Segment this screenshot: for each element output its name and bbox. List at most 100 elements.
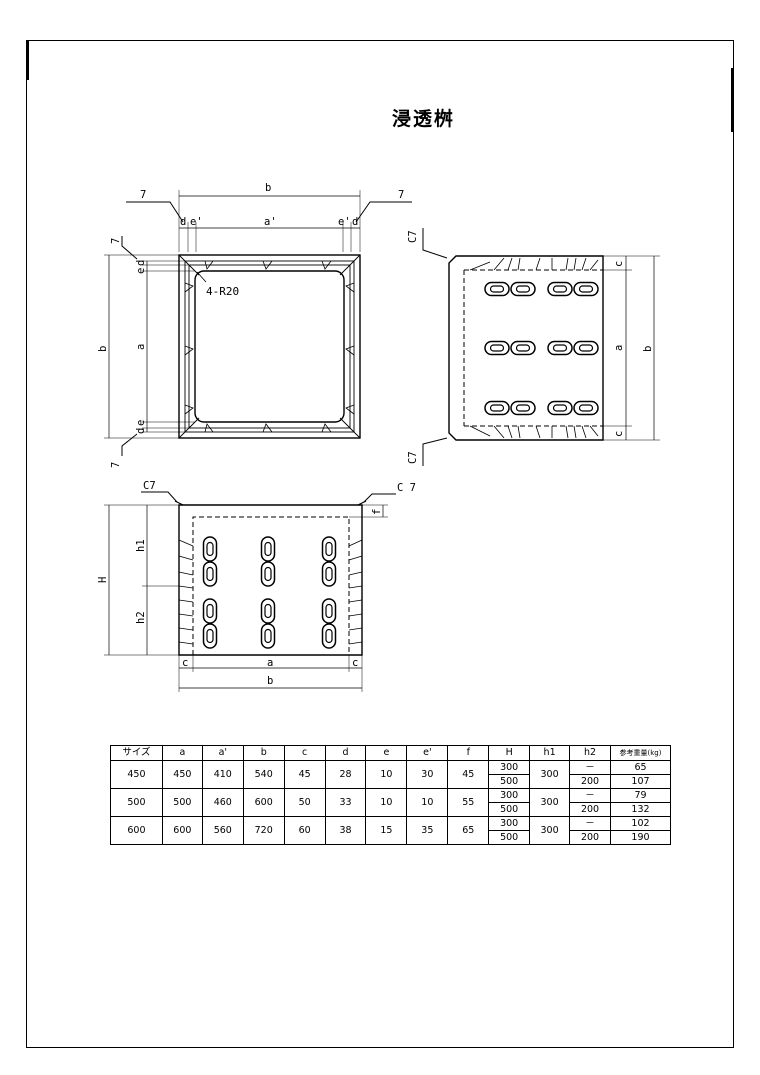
table-row: 450 450 410 540 45 28 10 30 45 300 300 －… [110, 760, 672, 789]
cell-weight: 79 [609, 788, 672, 803]
cell-f: 55 [447, 788, 490, 817]
front-dim-b: b [267, 675, 273, 687]
plan-dim-d-left: d [180, 216, 186, 228]
plan-left-leader-7-bottom: 7 [110, 462, 122, 468]
cell-weight: 102 [609, 816, 672, 831]
cell-a-prime: 460 [201, 788, 244, 817]
plan-dim-a-prime: a' [264, 216, 277, 228]
cell-h2: 200 [569, 774, 611, 789]
side-dim-b: b [642, 346, 654, 352]
cell-h2: － [569, 816, 611, 831]
table-row: 500 200 190 [111, 830, 672, 845]
cell-c: 50 [283, 788, 326, 817]
plan-corner-radius: 4-R20 [206, 285, 239, 298]
cell-a-prime: 560 [201, 816, 244, 845]
cell-a: 600 [161, 816, 203, 845]
cell-h2: － [569, 760, 611, 775]
cell-h2: 200 [569, 830, 611, 845]
drawing-title: 浸透桝 [392, 108, 456, 130]
front-view [104, 491, 396, 692]
side-c7-top: C7 [407, 230, 419, 243]
front-dim-H: H [97, 577, 109, 583]
front-c7-left: C7 [143, 480, 156, 492]
plan-left-dim-a: a [135, 344, 147, 350]
th-a: a [161, 745, 203, 761]
cell-a-prime: 410 [201, 760, 244, 789]
spec-table: サイズ a a' b c d e e' f H h1 h2 参考重量(kg) 4… [110, 745, 672, 845]
plan-left-dim-b: b [97, 346, 109, 352]
front-dim-a: a [267, 657, 273, 669]
plan-left-dim-d-bottom: d [135, 428, 147, 434]
th-d: d [324, 745, 367, 761]
cell-a: 500 [161, 788, 203, 817]
cell-h1: 300 [529, 760, 571, 789]
th-h1: h1 [529, 745, 571, 761]
th-weight: 参考重量(kg) [609, 745, 672, 761]
cell-e: 15 [365, 816, 408, 845]
frame-right-tick [731, 68, 734, 132]
plan-view [104, 190, 412, 456]
cell-size: 450 [110, 760, 163, 789]
cell-d: 33 [324, 788, 367, 817]
front-dim-h1: h1 [135, 539, 147, 552]
th-size: サイズ [110, 745, 163, 761]
cell-H: 500 [488, 774, 531, 789]
drawing-frame [26, 40, 734, 1048]
cell-e-prime: 35 [406, 816, 449, 845]
cell-f: 65 [447, 816, 490, 845]
plan-leader-7-right: 7 [398, 189, 404, 201]
table-row: 500 200 132 [111, 802, 672, 817]
plan-dim-d-right: d [352, 216, 358, 228]
cell-c: 45 [283, 760, 326, 789]
plan-left-dim-d-top: d [135, 260, 147, 266]
front-dim-f: f [371, 509, 383, 515]
th-H: H [488, 745, 531, 761]
th-e: e [365, 745, 408, 761]
cell-H: 300 [488, 816, 531, 831]
cell-d: 38 [324, 816, 367, 845]
plan-left-dim-e-bottom: e [135, 420, 147, 426]
front-c7-right: C 7 [397, 482, 416, 494]
cell-h2: － [569, 788, 611, 803]
table-row: 600 600 560 720 60 38 15 35 65 300 300 －… [110, 816, 672, 845]
plan-dim-b: b [265, 182, 271, 194]
front-dim-c-right: c [352, 657, 358, 669]
plan-leader-7-left: 7 [140, 189, 146, 201]
cell-c: 60 [283, 816, 326, 845]
cell-H: 300 [488, 788, 531, 803]
cell-a: 450 [161, 760, 203, 789]
cell-h1: 300 [529, 816, 571, 845]
side-dim-c-bottom: c [613, 431, 625, 437]
cell-b: 600 [242, 788, 285, 817]
cell-b: 720 [242, 816, 285, 845]
side-view [422, 228, 660, 466]
table-row: 500 200 107 [111, 774, 672, 789]
cell-weight: 65 [609, 760, 672, 775]
cell-size: 600 [110, 816, 163, 845]
th-a-prime: a' [201, 745, 244, 761]
plan-left-leader-7-top: 7 [110, 238, 122, 244]
cell-h2: 200 [569, 802, 611, 817]
plan-left-dim-e-top: e [135, 268, 147, 274]
side-dim-a: a [613, 345, 625, 351]
cell-size: 500 [110, 788, 163, 817]
table-header-row: サイズ a a' b c d e e' f H h1 h2 参考重量(kg) [110, 745, 672, 761]
front-dim-h2: h2 [135, 611, 147, 624]
th-e-prime: e' [406, 745, 449, 761]
cell-H: 500 [488, 802, 531, 817]
table-row: 500 500 460 600 50 33 10 10 55 300 300 －… [110, 788, 672, 817]
cell-b: 540 [242, 760, 285, 789]
plan-dim-e-prime-right: e' [338, 216, 351, 228]
cell-d: 28 [324, 760, 367, 789]
cell-e: 10 [365, 760, 408, 789]
side-dim-c-top: c [613, 261, 625, 267]
cell-weight: 132 [609, 802, 672, 817]
cell-H: 300 [488, 760, 531, 775]
th-h2: h2 [569, 745, 611, 761]
cell-weight: 107 [609, 774, 672, 789]
th-b: b [242, 745, 285, 761]
cell-weight: 190 [609, 830, 672, 845]
cell-h1: 300 [529, 788, 571, 817]
side-c7-bottom: C7 [407, 451, 419, 464]
